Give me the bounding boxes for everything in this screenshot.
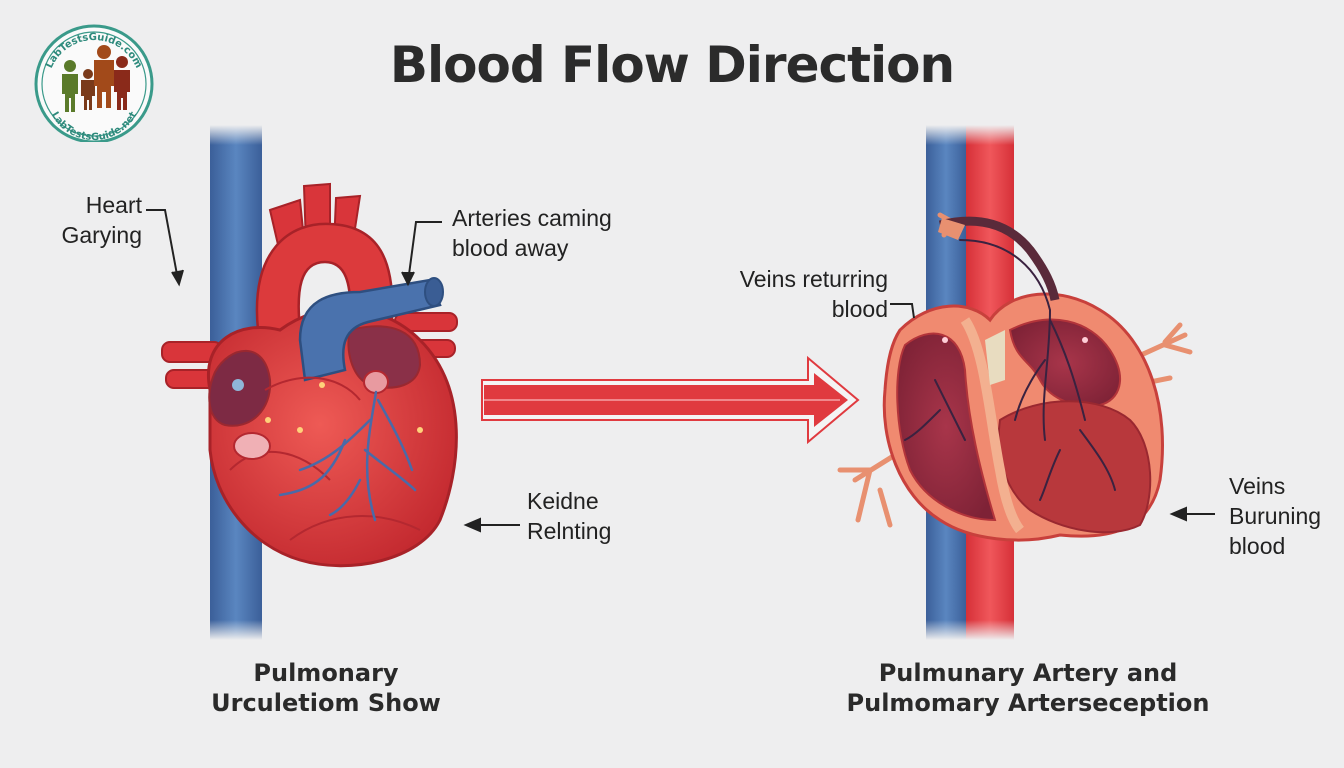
flow-arrow bbox=[481, 355, 860, 445]
family-silhouette-icon bbox=[62, 45, 130, 112]
label-veins-returning: Veins returring blood bbox=[739, 266, 888, 322]
label-heart-garying: Heart Garying bbox=[61, 192, 142, 248]
caption-right: Pulmunary Artery and Pulmomary Artersece… bbox=[846, 659, 1210, 717]
logo: LabTestsGuide.com LabTestsGuide.net bbox=[28, 22, 160, 144]
caption-left: Pulmonary Urculetiom Show bbox=[211, 659, 441, 717]
label-keidne: Keidne Relnting bbox=[527, 488, 612, 544]
label-arteries: Arteries caming blood away bbox=[452, 205, 612, 261]
right-callout-lines bbox=[890, 303, 1215, 522]
label-veins-buruning: Veins Buruning blood bbox=[1229, 473, 1322, 559]
left-heart-illustration bbox=[161, 182, 458, 568]
left-callout-lines bbox=[146, 209, 520, 533]
page-title: Blood Flow Direction bbox=[389, 36, 955, 94]
right-heart-cross-section bbox=[837, 212, 1193, 542]
